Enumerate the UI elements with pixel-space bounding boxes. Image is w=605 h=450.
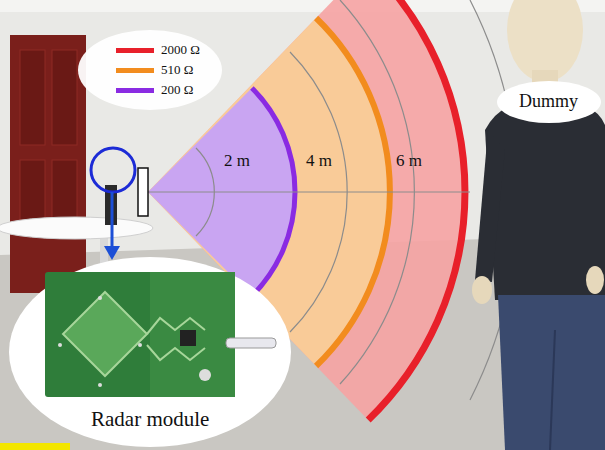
- inset-ellipse: Radar module: [8, 256, 292, 448]
- dummy-jeans: [498, 295, 605, 450]
- ellipse-shape: [497, 81, 601, 123]
- legend-label: 2000 Ω: [161, 43, 200, 57]
- door: [10, 35, 86, 293]
- via: [98, 296, 102, 300]
- distance-label: 4 m: [306, 152, 332, 171]
- dummy-hand: [472, 276, 492, 304]
- axis-line: [148, 192, 470, 193]
- patch-antenna: [63, 292, 147, 376]
- distance-label: 2 m: [224, 152, 250, 171]
- door-panel: [52, 50, 77, 145]
- pcb-trace: [147, 318, 205, 334]
- dummy-head: [507, 0, 583, 82]
- dummy-shirt: [485, 96, 605, 300]
- legend-label: 510 Ω: [161, 63, 193, 77]
- ellipse-shape: [9, 257, 291, 447]
- zoom-arrowhead: [104, 246, 120, 260]
- callout-ellipse: Dummy: [496, 80, 602, 124]
- highlight-mark: [0, 443, 70, 450]
- range-arc: [368, 0, 465, 420]
- pcb-board: [45, 272, 235, 397]
- door-panel: [52, 160, 77, 220]
- highlight-circle: [91, 148, 135, 192]
- dummy-arm: [475, 130, 505, 282]
- table-top: [0, 217, 153, 239]
- dummy-hand: [586, 266, 604, 294]
- legend-swatch: [116, 48, 154, 53]
- legend-ellipse: [78, 30, 222, 110]
- node-label: Dummy: [519, 92, 578, 112]
- legend-label: 200 Ω: [161, 83, 193, 97]
- zoom-arrow: [111, 192, 114, 250]
- via: [58, 343, 62, 347]
- node-label: Radar module: [91, 408, 209, 431]
- jeans-seam: [550, 330, 555, 450]
- door-panel: [20, 50, 45, 145]
- connector-pin: [226, 338, 276, 348]
- via: [98, 383, 102, 387]
- pcb-trace: [147, 345, 205, 360]
- door-panel: [20, 160, 45, 220]
- pcb-section: [150, 272, 235, 397]
- component: [199, 369, 211, 381]
- via: [138, 343, 142, 347]
- legend-swatch: [116, 68, 154, 73]
- distance-label: 6 m: [396, 152, 422, 171]
- chip: [180, 330, 196, 346]
- legend-swatch: [116, 88, 154, 93]
- radar-marker: [138, 168, 148, 216]
